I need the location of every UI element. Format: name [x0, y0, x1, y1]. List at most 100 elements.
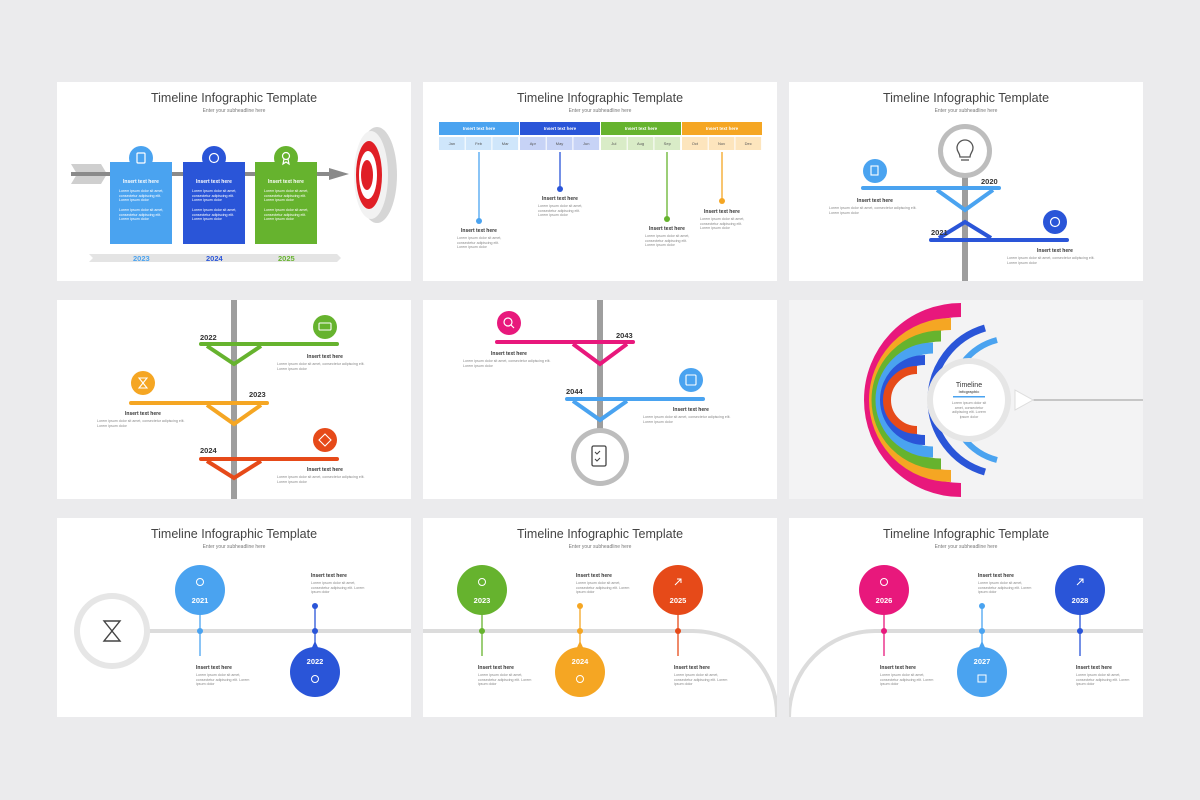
- idea-icon: [478, 578, 486, 586]
- card-heading: Insert text here: [268, 179, 304, 185]
- milestone-heading: Insert text here: [649, 226, 685, 232]
- quarter-header: Insert text here: [462, 126, 496, 131]
- slide-title: Timeline Infographic Template: [882, 91, 1050, 105]
- slide-6-graphic: [864, 303, 1143, 497]
- milestone-heading: Insert text here: [542, 196, 578, 202]
- year-label: 2025: [278, 254, 295, 263]
- milestone-heading: Insert text here: [196, 665, 232, 671]
- milestone-text: Lorem ipsum dolor sit amet, consectetur …: [829, 206, 917, 215]
- slide-5-graphic: [495, 300, 705, 486]
- month-label: Aug: [636, 141, 645, 146]
- hourglass-icon: [137, 377, 149, 389]
- month-label: Feb: [475, 141, 482, 146]
- hourglass-icon: [102, 620, 122, 642]
- month-label: Apr: [529, 141, 536, 146]
- milestone-heading: Insert text here: [307, 354, 343, 360]
- bulb-icon: [880, 578, 888, 586]
- milestone-heading: Insert text here: [461, 228, 497, 234]
- gear-icon: [208, 152, 220, 164]
- milestone-heading: Insert text here: [1076, 665, 1112, 671]
- month-cell: [735, 137, 762, 150]
- milestone-heading: Insert text here: [307, 467, 343, 473]
- slide-4[interactable]: 2022 2023 2024 Insert text here Lorem ip…: [57, 300, 411, 499]
- card-heading: Insert text here: [123, 179, 159, 185]
- card-text: Lorem ipsum dolor sit amet, consectetur …: [119, 208, 164, 222]
- slide-title: Timeline Infographic Template: [150, 527, 318, 541]
- slide-3[interactable]: Timeline Infographic Template Enter your…: [789, 82, 1143, 281]
- quarter-header: Insert text here: [543, 126, 577, 131]
- milestone-heading: Insert text here: [880, 665, 916, 671]
- month-label: Nov: [717, 141, 726, 146]
- milestone-heading: Insert text here: [478, 665, 514, 671]
- year-label: 2023: [133, 254, 150, 263]
- slide-6[interactable]: Timeline Infographic Lorem ipsum dolor s…: [789, 300, 1143, 499]
- lightbulb-icon: [956, 139, 974, 158]
- slide-5[interactable]: 2043 2044 Insert text here Lorem ipsum d…: [423, 300, 777, 499]
- chat-icon: [977, 674, 987, 683]
- milestone-heading: Insert text here: [978, 573, 1014, 579]
- award-icon: [281, 151, 291, 161]
- month-label: Oct: [691, 141, 698, 146]
- slide-subtitle: Enter your subheadline here: [568, 544, 632, 550]
- year-label: 2043: [616, 331, 633, 340]
- milestone-heading: Insert text here: [491, 351, 527, 357]
- month-label: Jun: [583, 141, 590, 146]
- slide-title: Timeline Infographic Template: [150, 91, 318, 105]
- center-subtitle: Infographic: [958, 390, 980, 394]
- slide-8[interactable]: Timeline Infographic Template Enter your…: [423, 518, 777, 717]
- slide-subtitle: Enter your subheadline here: [934, 544, 998, 550]
- month-label: Mar: [501, 141, 509, 146]
- milestone-text: Lorem ipsum dolor sit amet, consectetur …: [700, 217, 745, 231]
- milestone-text: Lorem ipsum dolor sit amet, consectetur …: [478, 673, 532, 687]
- month-label: Sep: [663, 141, 671, 146]
- milestone-text: Lorem ipsum dolor sit amet, consectetur …: [538, 204, 583, 218]
- milestone-text: Lorem ipsum dolor sit amet, consectetur …: [1007, 256, 1095, 265]
- month-cell: [601, 137, 627, 150]
- arrow-tip: [329, 168, 349, 180]
- year-label: 2025: [669, 596, 687, 605]
- slide-1[interactable]: Timeline Infographic Template Enter your…: [57, 82, 411, 281]
- milestone-text: Lorem ipsum dolor sit amet, consectetur …: [880, 673, 934, 687]
- year-label: 2020: [981, 177, 998, 186]
- year-label: 2028: [1071, 596, 1089, 605]
- slide-7[interactable]: Timeline Infographic Template Enter your…: [57, 518, 411, 717]
- card-text: Lorem ipsum dolor sit amet, consectetur …: [264, 208, 309, 222]
- target-icon: [318, 433, 332, 447]
- slide-8-graphic: [423, 565, 777, 717]
- month-label: Jan: [448, 141, 456, 146]
- slide-title: Timeline Infographic Template: [882, 527, 1050, 541]
- milestone-heading: Insert text here: [125, 411, 161, 417]
- month-cell: [465, 137, 492, 150]
- card-2025: [255, 162, 317, 244]
- slide-2-graphic: [439, 122, 762, 224]
- slide-7-graphic: [74, 565, 411, 697]
- document-icon: [870, 165, 879, 176]
- card-text: Lorem ipsum dolor sit amet, consectetur …: [192, 189, 237, 203]
- milestone-text: Lorem ipsum dolor sit amet, consectetur …: [978, 581, 1032, 595]
- rocket-icon: [674, 578, 682, 586]
- year-label: 2044: [566, 387, 583, 396]
- card-heading: Insert text here: [196, 179, 232, 185]
- card-2023: [110, 162, 172, 244]
- year-label: 2022: [200, 333, 217, 342]
- milestone-text: Lorem ipsum dolor sit amet, consectetur …: [196, 673, 250, 687]
- milestone-heading: Insert text here: [857, 198, 893, 204]
- milestone-text: Lorem ipsum dolor sit amet, consectetur …: [311, 581, 365, 595]
- money-icon: [318, 322, 332, 331]
- milestone-heading: Insert text here: [311, 573, 347, 579]
- slide-subtitle: Enter your subheadline here: [202, 108, 266, 114]
- milestone-text: Lorem ipsum dolor sit amet, consectetur …: [674, 673, 728, 687]
- slide-9[interactable]: Timeline Infographic Template Enter your…: [789, 518, 1143, 717]
- slide-subtitle: Enter your subheadline here: [568, 108, 632, 114]
- slide-1-graphic: [71, 127, 397, 262]
- search-icon: [503, 317, 513, 327]
- month-cell: [682, 137, 708, 150]
- card-text: Lorem ipsum dolor sit amet, consectetur …: [192, 208, 237, 222]
- month-cell: [520, 137, 546, 150]
- month-cell: [573, 137, 600, 150]
- year-label: 2024: [571, 657, 589, 666]
- month-cell: [492, 137, 519, 150]
- slide-2[interactable]: Timeline Infographic Template Enter your…: [423, 82, 777, 281]
- month-cell: [627, 137, 654, 150]
- edit-icon: [685, 374, 697, 386]
